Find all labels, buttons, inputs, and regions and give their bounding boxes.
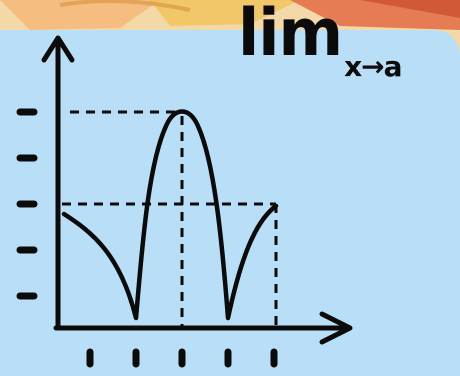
limit-subscript: x→a [344,50,401,83]
limit-formula: limx→a [238,2,402,83]
limit-text: lim [238,0,342,65]
